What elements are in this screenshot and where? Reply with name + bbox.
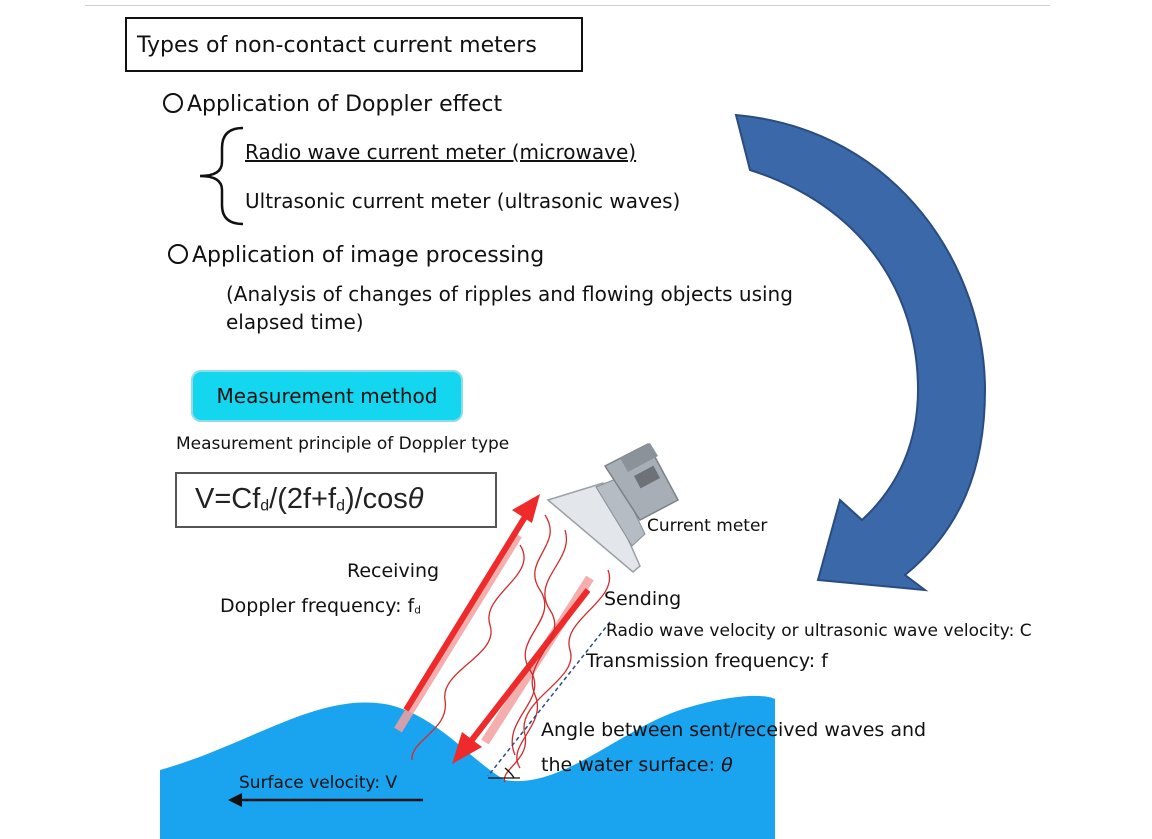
doppler-heading: Application of Doppler effect xyxy=(163,92,502,117)
doppler-frequency-label: Doppler frequency: fd xyxy=(220,595,421,617)
top-divider xyxy=(85,5,1050,6)
image-heading: Application of image processing xyxy=(168,243,544,268)
wave-line xyxy=(511,514,551,756)
image-desc-line1: (Analysis of changes of ripples and flow… xyxy=(226,282,793,306)
doppler-item-radio: Radio wave current meter (microwave) xyxy=(245,140,637,164)
circle-bullet-icon xyxy=(168,244,188,264)
angle-theta: θ xyxy=(721,754,733,776)
doppler-heading-text: Application of Doppler effect xyxy=(187,92,503,117)
receiving-arrow-shaft xyxy=(403,510,531,712)
formula-subscript: d xyxy=(336,497,345,515)
surface-velocity-label: Surface velocity: V xyxy=(239,773,398,793)
water-surface xyxy=(160,695,775,839)
formula-part: )/cos xyxy=(344,483,408,515)
curved-arrow-icon xyxy=(734,113,987,592)
angle-label-line2: the water surface: θ xyxy=(541,754,733,776)
wave-line xyxy=(516,529,568,769)
angle-label-line1: Angle between sent/received waves and xyxy=(541,719,927,741)
sending-label: Sending xyxy=(604,588,682,610)
measurement-method-button[interactable]: Measurement method xyxy=(191,370,463,422)
formula-box: V=Cfd/(2f+fd)/cosθ xyxy=(175,472,497,528)
doppler-frequency-subscript: d xyxy=(414,604,421,617)
angle-label-text: the water surface: xyxy=(541,754,722,776)
formula-part: /(2f+f xyxy=(269,483,337,515)
image-heading-text: Application of image processing xyxy=(192,243,545,268)
wave-line xyxy=(411,544,525,761)
receiving-label: Receiving xyxy=(347,560,440,582)
page-title: Types of non-contact current meters xyxy=(125,17,583,72)
angle-arc xyxy=(504,767,515,779)
circle-bullet-icon xyxy=(163,93,183,113)
current-meter-label: Current meter xyxy=(647,516,768,536)
current-meter-device xyxy=(546,442,680,573)
doppler-frequency-text: Doppler frequency: f xyxy=(220,595,415,617)
image-desc-line2: elapsed time) xyxy=(226,310,364,334)
angle-reference-line xyxy=(487,621,611,777)
formula: V=Cfd/(2f+fd)/cosθ xyxy=(195,483,424,516)
sending-arrow-head xyxy=(452,732,482,764)
formula-part: V=Cf xyxy=(195,483,261,515)
wave-line xyxy=(503,569,611,783)
formula-subscript: d xyxy=(260,497,270,515)
formula-theta: θ xyxy=(407,483,424,515)
velocity-label: Radio wave velocity or ultrasonic wave v… xyxy=(606,621,1032,641)
receiving-beam xyxy=(394,532,522,733)
receiving-arrow-head xyxy=(512,494,540,523)
surface-velocity-arrow-head xyxy=(228,793,242,807)
transmission-frequency-label: Transmission frequency: f xyxy=(586,650,828,672)
brace-icon xyxy=(199,126,244,226)
doppler-item-ultrasonic: Ultrasonic current meter (ultrasonic wav… xyxy=(245,189,681,213)
principle-caption: Measurement principle of Doppler type xyxy=(176,434,510,454)
